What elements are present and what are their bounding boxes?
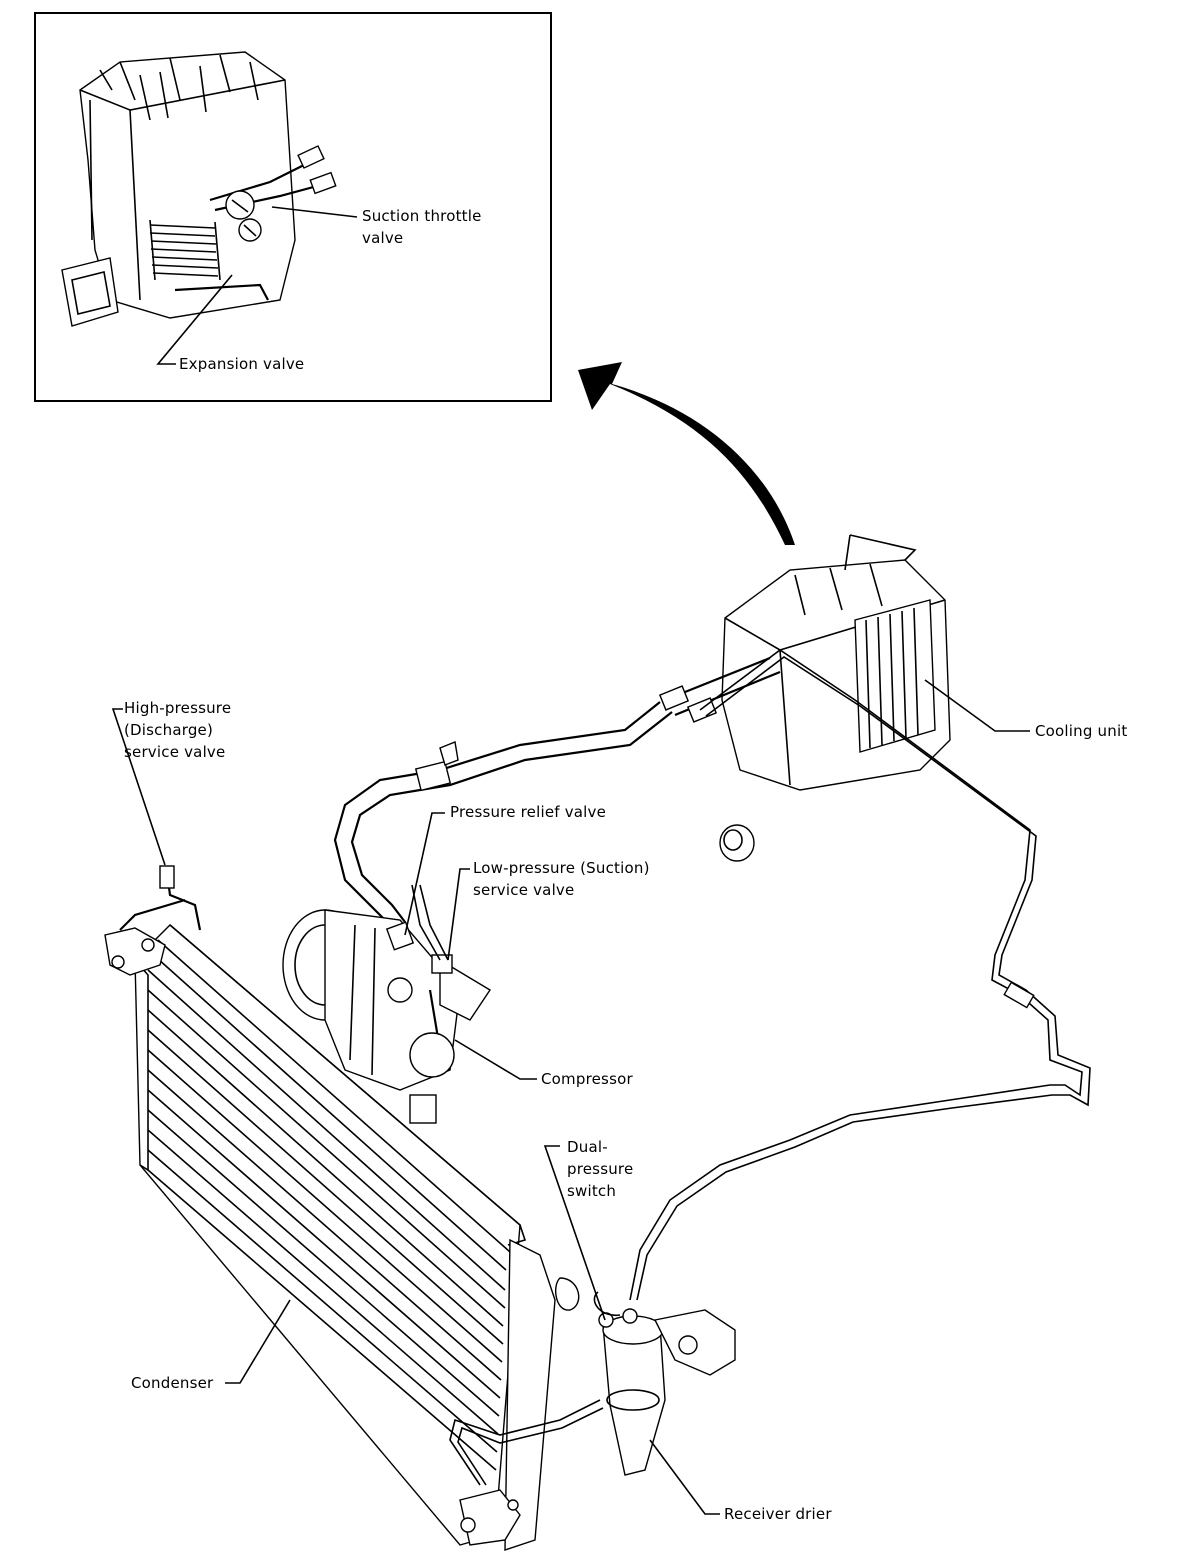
label-low-pressure-line2: service valve	[473, 881, 575, 899]
leader-compressor	[454, 1039, 537, 1080]
compressor-drawing	[282, 884, 491, 1124]
cooling-unit-drawing	[658, 534, 951, 862]
condenser-drawing	[104, 865, 580, 1551]
leader-receiver-drier	[649, 1439, 720, 1515]
receiver-drier-drawing	[449, 1291, 736, 1486]
label-receiver-drier: Receiver drier	[724, 1505, 832, 1523]
label-compressor: Compressor	[541, 1070, 633, 1088]
leader-suction-throttle	[271, 206, 358, 218]
suction-hose	[333, 701, 673, 931]
leader-cooling-unit	[924, 679, 1030, 732]
label-high-pressure-line1: High-pressure	[124, 699, 232, 717]
label-suction-throttle-line1: Suction throttle	[362, 207, 482, 225]
label-high-pressure-line3: service valve	[124, 743, 226, 761]
leader-lines	[111, 206, 1030, 1515]
inset-cooling-unit-drawing	[61, 51, 337, 327]
label-dual-pressure-line1: Dual-	[567, 1138, 608, 1156]
leader-expansion-valve	[156, 274, 233, 365]
label-suction-throttle-line2: valve	[362, 229, 404, 247]
inset-detail-frame	[34, 12, 552, 402]
liquid-line	[629, 649, 1091, 1301]
label-expansion-valve: Expansion valve	[179, 355, 305, 373]
leader-condenser	[225, 1299, 291, 1384]
label-low-pressure-line1: Low-pressure (Suction)	[473, 859, 650, 877]
label-pressure-relief-valve: Pressure relief valve	[450, 803, 607, 821]
label-dual-pressure-line2: pressure	[567, 1160, 634, 1178]
label-dual-pressure-line3: switch	[567, 1182, 617, 1200]
inset-evaporator-fins	[149, 219, 221, 281]
curved-arrow	[578, 362, 795, 545]
label-high-pressure-line2: (Discharge)	[124, 721, 214, 739]
label-condenser: Condenser	[131, 1374, 214, 1392]
leader-dual-pressure	[543, 1145, 606, 1321]
leader-high-pressure	[111, 708, 166, 866]
leader-pressure-relief	[404, 812, 445, 936]
label-cooling-unit: Cooling unit	[1035, 722, 1128, 740]
leader-low-pressure	[447, 868, 470, 961]
